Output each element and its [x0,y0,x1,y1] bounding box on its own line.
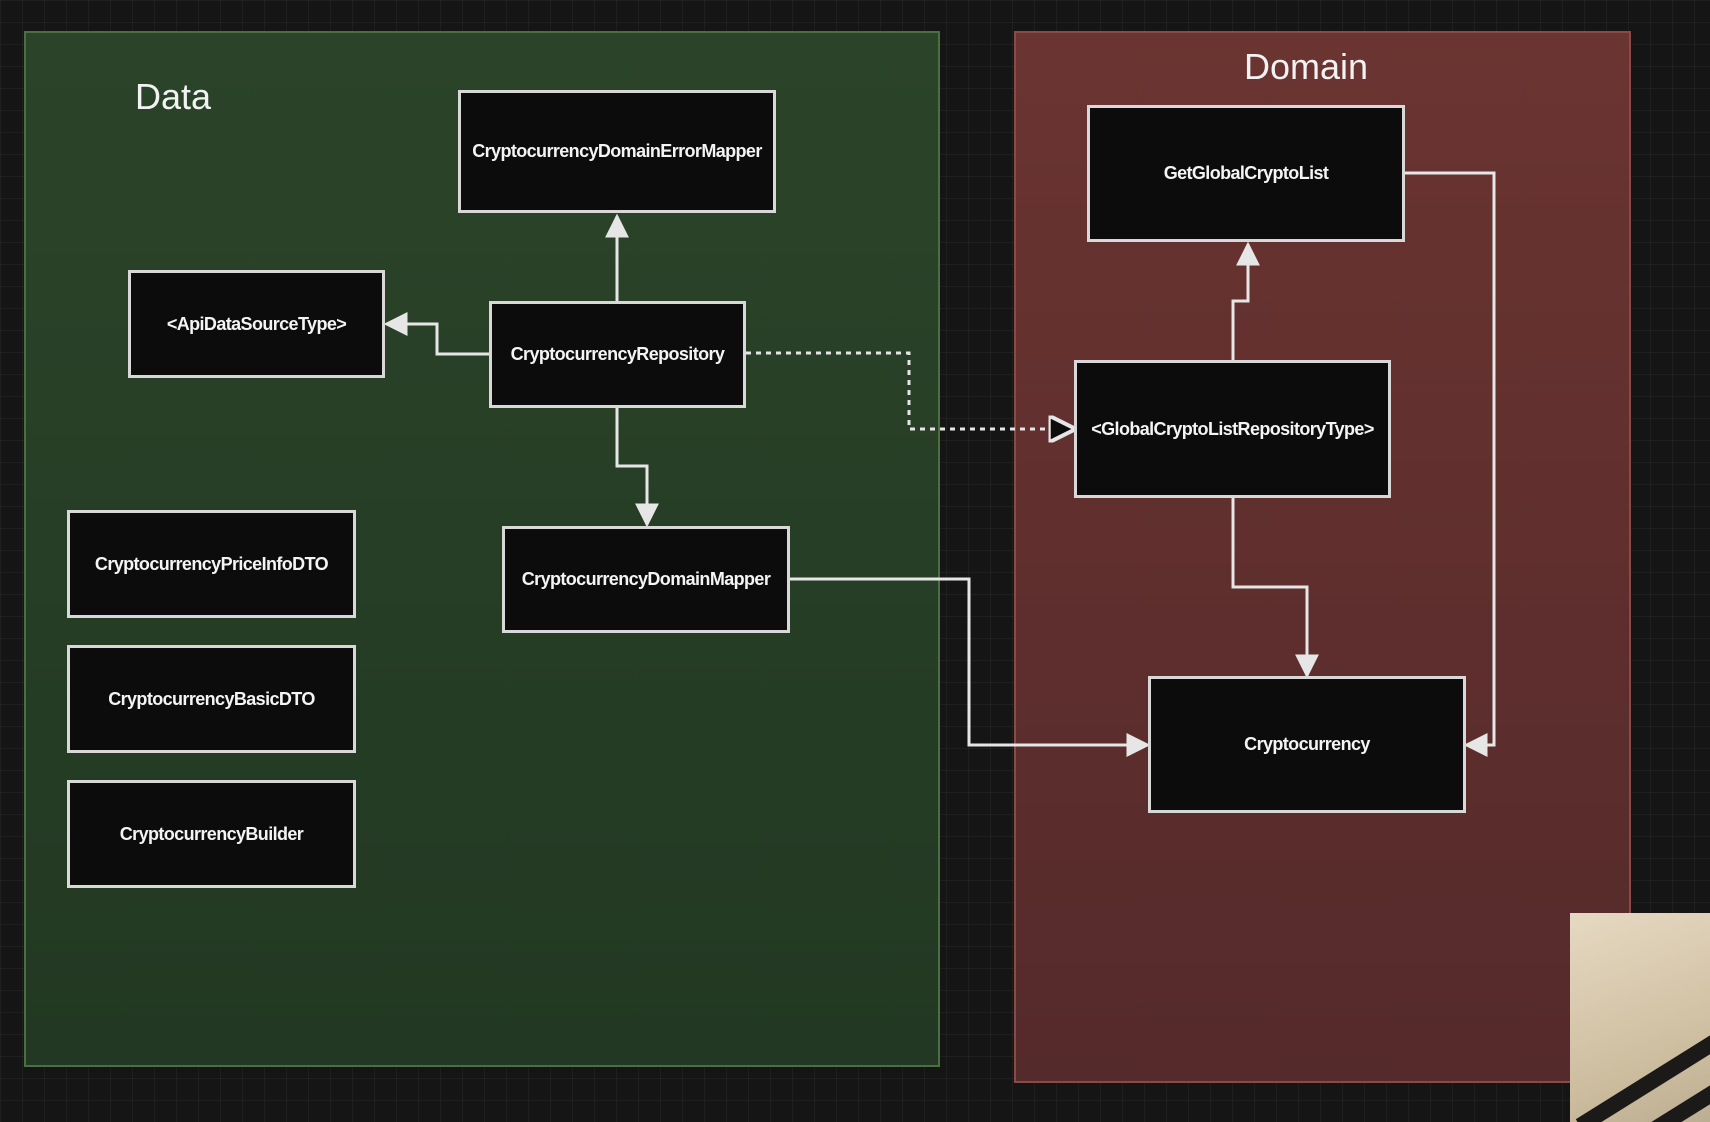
domain-layer-title: Domain [1244,46,1369,87]
corner-overlay-image [1570,913,1710,1122]
data-layer-title: Data [135,76,212,117]
connector-repo-type-to-cryptocurrency [1231,497,1319,679]
connector-domain-mapper-to-cryptocurrency [790,577,1151,757]
connector-repository-implements-repo-type [746,351,1073,429]
connector-repository-to-api-data-source [383,312,489,356]
basic-dto-box[interactable]: CryptocurrencyBasicDTO [67,645,356,753]
builder-box[interactable]: CryptocurrencyBuilder [67,780,356,888]
api-data-source-type-box[interactable]: <ApiDataSourceType> [128,270,385,378]
connector-repository-to-domain-mapper [615,408,659,528]
connector-repo-type-to-get-global-list [1231,241,1260,361]
error-mapper-box[interactable]: CryptocurrencyDomainErrorMapper [458,90,776,213]
cryptocurrency-box[interactable]: Cryptocurrency [1148,676,1466,813]
repository-box[interactable]: CryptocurrencyRepository [489,301,746,408]
get-global-crypto-list-box[interactable]: GetGlobalCryptoList [1087,105,1405,242]
domain-mapper-box[interactable]: CryptocurrencyDomainMapper [502,526,790,633]
global-repo-type-box[interactable]: <GlobalCryptoListRepositoryType> [1074,360,1391,498]
price-info-dto-box[interactable]: CryptocurrencyPriceInfoDTO [67,510,356,618]
connector-get-global-list-to-cryptocurrency [1405,171,1496,757]
